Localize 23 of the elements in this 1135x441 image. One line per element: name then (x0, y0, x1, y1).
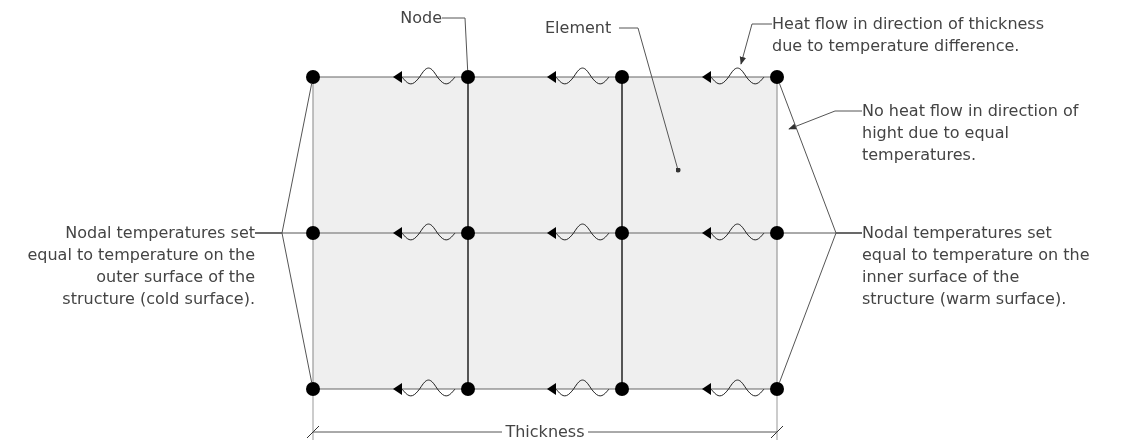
leader-line (779, 232, 863, 383)
callout-text: Node (392, 7, 442, 29)
leader-line (739, 23, 773, 65)
mesh-node-dot (615, 382, 629, 396)
mesh-node-dot (461, 382, 475, 396)
mesh-node-dot (615, 70, 629, 84)
callout-text: No heat flow in direction of hight due to equal temperatures. (862, 100, 1118, 166)
leader-line (618, 27, 681, 173)
leader-line (441, 17, 469, 71)
mesh-node-dot (306, 70, 320, 84)
mesh-node-dot (770, 70, 784, 84)
dimension-label: Thickness (502, 424, 588, 440)
leader-line (788, 110, 863, 130)
mesh-node-dot (770, 382, 784, 396)
callout-text: Nodal temperatures set equal to temperature on the outer surface of the structure (cold surface). (27, 222, 255, 310)
mesh-node-dot (306, 226, 320, 240)
leader-line (254, 232, 313, 383)
callout-text: Heat flow in direction of thickness due to temperature difference. (772, 13, 1057, 57)
callout-text: Element (545, 17, 619, 39)
callout-text: Nodal temperatures set equal to temperature on the inner surface of the structure (warm surface). (862, 222, 1090, 310)
mesh-node-dot (770, 226, 784, 240)
mesh-node-dot (306, 382, 320, 396)
mesh-node-dot (461, 70, 475, 84)
